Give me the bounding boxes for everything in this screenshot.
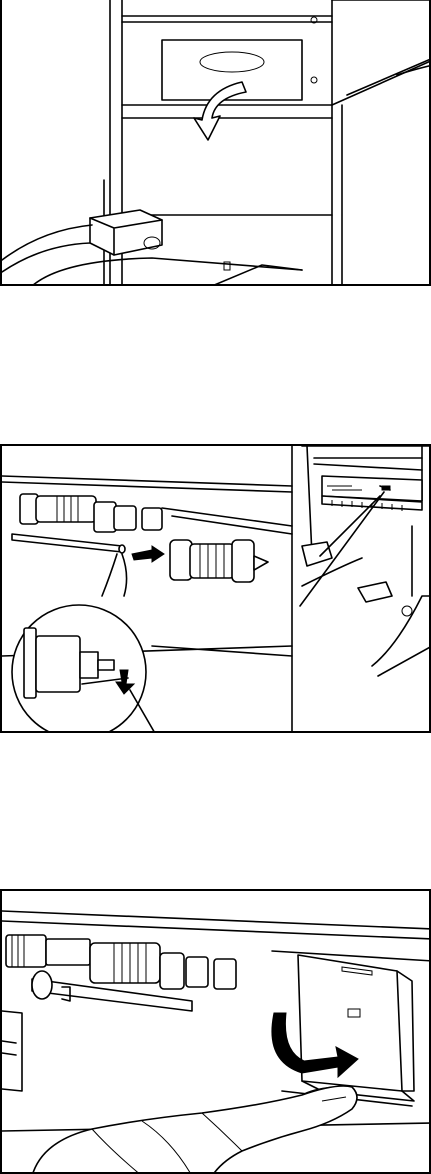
remove-pickup-roller-illustration (2, 446, 431, 733)
interior-rail (162, 508, 292, 534)
step-1-panel (0, 0, 431, 286)
step-3-panel (0, 889, 431, 1174)
open-lower-door-illustration (2, 0, 431, 286)
interior-top-edge (2, 476, 292, 486)
base-curve-inner (2, 243, 90, 272)
installed-roller-assembly (20, 494, 162, 532)
frame-left-detail (2, 1041, 16, 1055)
cover-door (282, 955, 414, 1106)
removed-roller (170, 540, 268, 582)
screw-icon (311, 77, 317, 83)
floor-plate (212, 265, 302, 286)
roller-shaft (12, 534, 122, 552)
cabinet-crossbar (122, 105, 332, 118)
machine-overview-inset (300, 446, 431, 676)
shaft-bushing (32, 971, 52, 999)
foot-block (90, 210, 162, 255)
housing-rail (272, 951, 431, 961)
top-unit-side-trim (347, 58, 431, 95)
magnifier-callout-icon (12, 554, 156, 733)
step-2-panel (0, 444, 431, 733)
base-curve-left (2, 225, 92, 260)
frame-left (2, 1011, 22, 1091)
shaft-end (119, 545, 125, 553)
housing-top-edge (2, 911, 431, 929)
housing-top-trim (2, 921, 431, 939)
top-unit-side (332, 0, 431, 105)
right-arrow-icon (132, 546, 164, 562)
base-floor-edge (32, 258, 302, 286)
close-cover-by-hand-illustration (2, 891, 431, 1174)
interior-top-trim (2, 482, 292, 492)
